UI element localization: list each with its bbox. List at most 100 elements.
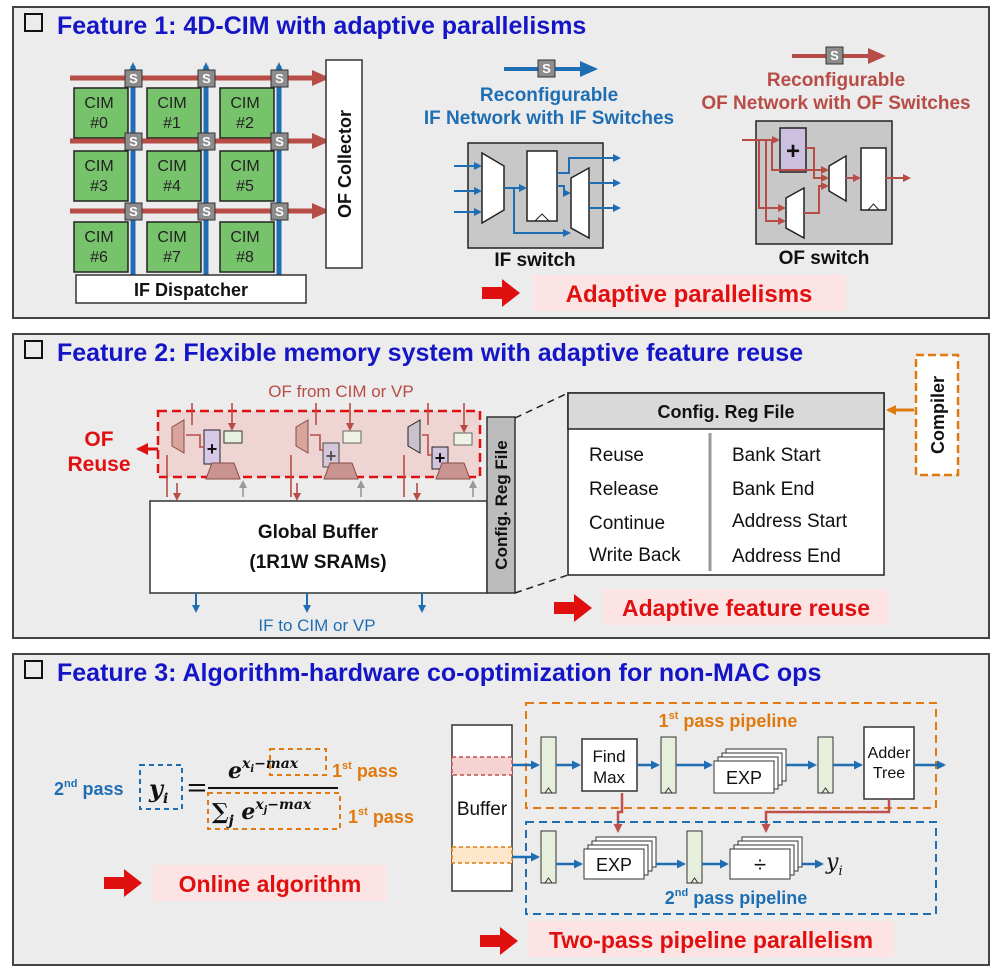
if-network-line1: Reconfigurable xyxy=(480,85,618,106)
svg-text:S: S xyxy=(542,61,551,76)
first-pass-label-num: 1st pass xyxy=(332,760,398,781)
feature3-diagram: 2nd pass yi = exi−max 1st pass ∑j exj−ma… xyxy=(54,702,946,957)
svg-text:+: + xyxy=(326,446,337,466)
exp-block-stack: EXP xyxy=(583,836,657,880)
divide-icon: ÷ xyxy=(754,852,766,877)
of-reuse-line1: OF xyxy=(84,428,113,451)
svg-text:S: S xyxy=(202,204,211,219)
svg-text:S: S xyxy=(275,71,284,86)
cim-id: #7 xyxy=(163,249,181,266)
svg-text:∑j exj−max: ∑j exj−max xyxy=(212,797,312,829)
feature1-conclusion: Adaptive parallelisms xyxy=(482,275,846,311)
of-collector xyxy=(325,59,363,269)
adder-tree-block xyxy=(863,726,915,800)
cim-grid: CIM #0 CIM #1 CIM #2 CIM #3 CIM #4 CIM #… xyxy=(73,87,275,273)
switch-icon xyxy=(124,202,143,221)
config-item: Write Back xyxy=(589,545,681,566)
if-dispatcher xyxy=(75,274,307,304)
of-unit: + xyxy=(403,403,473,497)
cim-label: CIM xyxy=(84,95,113,112)
output-y: yi xyxy=(825,850,843,879)
feature3-panel: Feature 3: Algorithm-hardware co-optimiz… xyxy=(12,653,990,966)
svg-text:S: S xyxy=(129,204,138,219)
feature2-title: Feature 2: Flexible memory system with a… xyxy=(24,339,803,368)
pipeline-register xyxy=(686,830,703,884)
config-item: Bank Start xyxy=(732,445,821,466)
switch-icon xyxy=(197,69,216,88)
pipeline-register xyxy=(540,830,557,884)
cim-id: #4 xyxy=(163,178,181,195)
if-switch-diagram: IF switch xyxy=(454,142,621,271)
of-from-label: OF from CIM or VP xyxy=(268,382,413,401)
switch-icon xyxy=(537,59,556,78)
cim-block xyxy=(146,221,202,273)
config-table-header xyxy=(567,392,885,430)
svg-text:EXP: EXP xyxy=(596,855,632,875)
cim-label: CIM xyxy=(230,229,259,246)
feature2-conclusion: Adaptive feature reuse xyxy=(554,589,889,625)
cim-label: CIM xyxy=(84,229,113,246)
second-pass-pipeline xyxy=(525,821,937,915)
red-arrow-icon xyxy=(554,594,592,622)
global-buffer-line1: Global Buffer xyxy=(258,522,379,543)
svg-text:S: S xyxy=(275,204,284,219)
svg-text:S: S xyxy=(129,134,138,149)
feature1-panel: Feature 1: 4D-CIM with adaptive parallel… xyxy=(12,6,990,319)
svg-text:Find: Find xyxy=(592,747,625,766)
if-switch-label: IF switch xyxy=(494,250,575,271)
switch-icon xyxy=(270,202,289,221)
two-pass-text: Two-pass pipeline parallelism xyxy=(549,927,873,953)
two-pass-conclusion: Two-pass pipeline parallelism xyxy=(480,921,894,957)
checkbox-icon xyxy=(24,13,43,32)
config-item: Address Start xyxy=(732,511,848,532)
cim-block xyxy=(146,150,202,202)
adder-icon: + xyxy=(786,138,800,165)
svg-text:S: S xyxy=(202,71,211,86)
svg-text:exi−max: exi−max xyxy=(228,756,299,784)
cim-id: #3 xyxy=(90,178,108,195)
config-reg-file-bar xyxy=(486,416,516,594)
compiler-box xyxy=(914,353,960,477)
of-network-line2: OF Network with OF Switches xyxy=(701,93,970,114)
online-algorithm-conclusion: Online algorithm xyxy=(104,865,387,901)
cim-label: CIM xyxy=(230,158,259,175)
cim-id: #2 xyxy=(236,115,254,132)
feature2-diagram: OF from CIM or VP OF Reuse + + xyxy=(67,353,960,635)
feature1-title: Feature 1: 4D-CIM with adaptive parallel… xyxy=(24,12,586,41)
cim-block xyxy=(73,221,129,273)
svg-text:Adder: Adder xyxy=(868,745,911,762)
global-buffer xyxy=(149,500,488,594)
buffer-label: Buffer xyxy=(457,799,508,820)
config-table-title: Config. Reg File xyxy=(658,402,795,422)
if-network-line2: IF Network with IF Switches xyxy=(424,108,674,129)
cim-block xyxy=(146,87,202,139)
if-dispatcher-label: IF Dispatcher xyxy=(134,280,248,300)
config-reg-file-vertical: Config. Reg File xyxy=(492,440,511,569)
checkbox-icon xyxy=(24,340,43,359)
cim-id: #0 xyxy=(90,115,108,132)
switch-icon xyxy=(825,46,844,65)
svg-text:Tree: Tree xyxy=(873,765,905,782)
config-item: Address End xyxy=(732,546,841,567)
of-switch-label: OF switch xyxy=(779,248,870,269)
config-item: Release xyxy=(589,479,659,500)
config-item: Continue xyxy=(589,513,665,534)
switch-icon xyxy=(270,69,289,88)
svg-text:=: = xyxy=(186,773,208,803)
second-pass-pipeline-label: 2nd pass pipeline xyxy=(665,887,808,908)
pipeline-register xyxy=(660,736,677,794)
cim-block xyxy=(73,87,129,139)
cim-block xyxy=(219,221,275,273)
svg-text:S: S xyxy=(830,48,839,63)
divider-block-stack: ÷ xyxy=(729,836,803,880)
feature2-panel: Feature 2: Flexible memory system with a… xyxy=(12,333,990,639)
of-collector-label: OF Collector xyxy=(335,110,355,218)
cim-block xyxy=(73,150,129,202)
cim-id: #6 xyxy=(90,249,108,266)
softmax-formula: 2nd pass yi = exi−max 1st pass ∑j exj−ma… xyxy=(54,748,414,830)
red-arrow-icon xyxy=(482,279,520,307)
cim-label: CIM xyxy=(157,229,186,246)
adaptive-feature-reuse-text: Adaptive feature reuse xyxy=(622,595,870,621)
cim-label: CIM xyxy=(230,95,259,112)
switch-icon xyxy=(270,132,289,151)
